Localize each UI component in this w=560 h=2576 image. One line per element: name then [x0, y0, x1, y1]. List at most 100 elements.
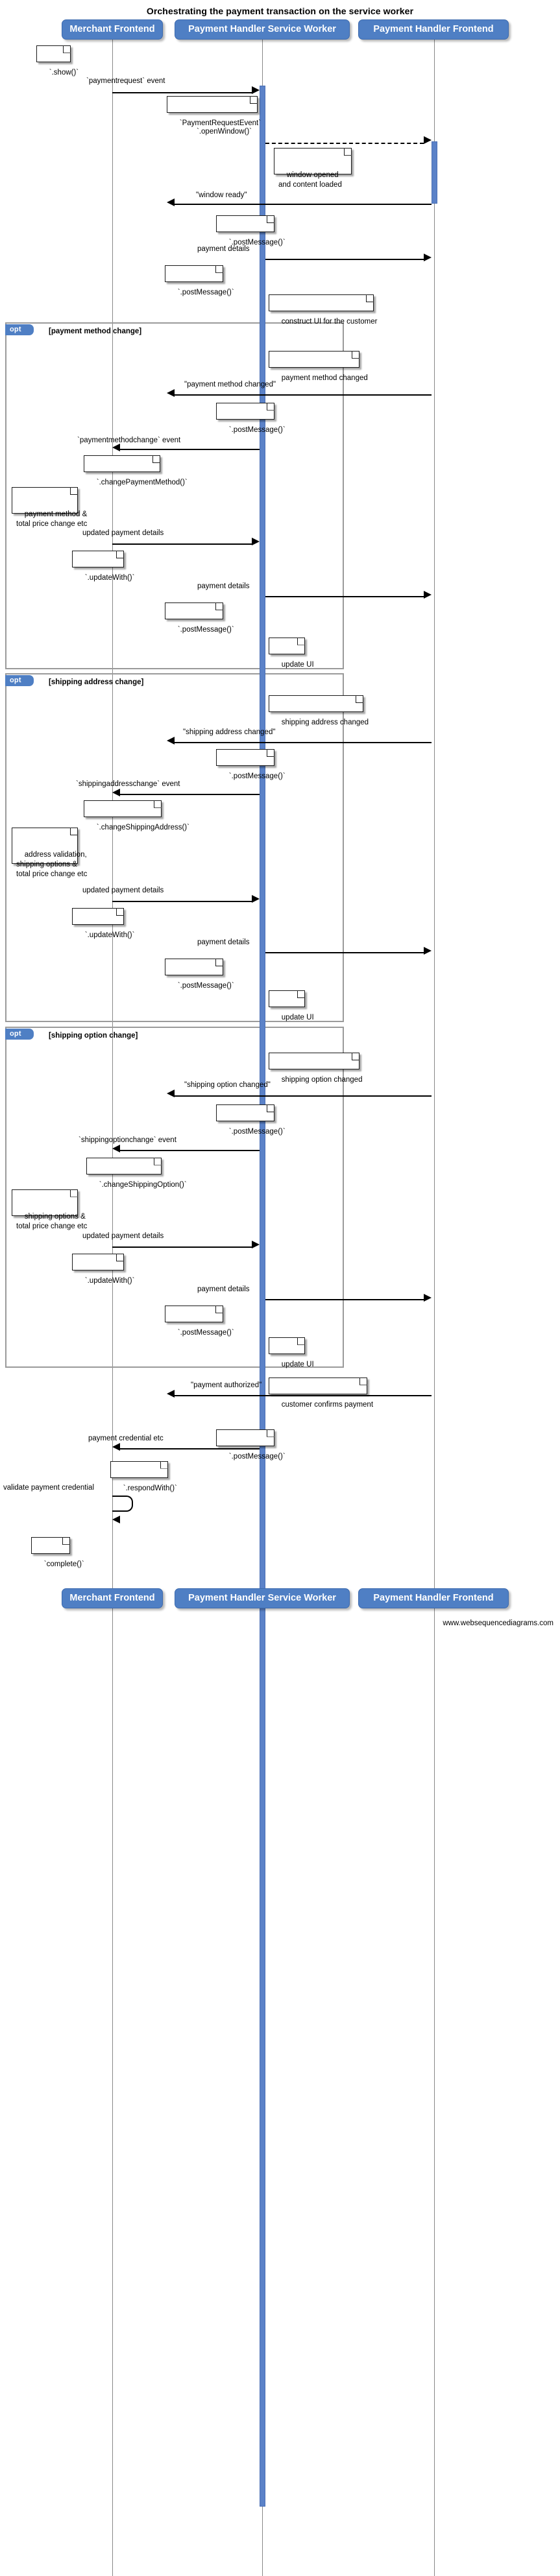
message-label-validate-payment-credential: validate payment credential: [3, 1484, 94, 1492]
note-fold-icon: [297, 1337, 304, 1345]
note-fold-icon: [352, 1053, 359, 1061]
note-text: `.updateWith()`: [84, 1277, 135, 1285]
note-fold-icon: [154, 1158, 161, 1165]
actor-footer-merchant[interactable]: Merchant Frontend: [62, 1588, 163, 1608]
message-label-payment-credential-etc: payment credential etc: [88, 1434, 164, 1442]
note-post-message-6: `.postMessage()`: [165, 959, 234, 990]
note-fold-icon: [359, 1377, 367, 1385]
message-arrow-paymentrequest-event: [112, 91, 252, 93]
note-shipping-options-and-price-change: shipping options & total price change et…: [12, 1189, 87, 1230]
note-fold-icon: [215, 1306, 223, 1313]
note-text: `PaymentRequestEvent`: [179, 119, 262, 128]
note-post-message-9: `.postMessage()`: [216, 1429, 286, 1461]
note-text: shipping option changed: [281, 1076, 363, 1084]
message-label-open-window: `.openWindow()`: [197, 127, 252, 136]
message-arrow-validate-payment-credential: [112, 1496, 133, 1512]
note-fold-icon: [250, 97, 257, 104]
message-label-updated-payment-details-1: updated payment details: [82, 529, 164, 538]
arrowhead-right: [424, 136, 432, 144]
actor-header-service-worker-label: Payment Handler Service Worker: [188, 24, 336, 34]
arrowhead-left: [112, 1145, 120, 1153]
note-text: update UI: [281, 1360, 314, 1368]
arrowhead-right: [252, 538, 260, 546]
fragment-opt-shipping-address-change-tab: opt: [5, 675, 34, 687]
fragment-tab-label: opt: [10, 326, 21, 334]
note-text: update UI: [281, 660, 314, 669]
note-shipping-option-changed: shipping option changed: [269, 1053, 362, 1084]
message-arrow-payment-details-4: [265, 1299, 424, 1301]
note-text: shipping address changed: [281, 719, 369, 727]
fragment-tab-label: opt: [10, 676, 21, 685]
actor-header-service-worker[interactable]: Payment Handler Service Worker: [175, 19, 350, 40]
activation-service-worker: [260, 85, 265, 2507]
note-post-message-7: `.postMessage()`: [216, 1104, 286, 1136]
lifeline-merchant: [112, 39, 113, 2576]
arrowhead-left: [167, 388, 175, 397]
message-arrow-payment-credential-etc: [120, 1448, 260, 1449]
note-update-with-3: `.updateWith()`: [72, 1254, 134, 1285]
sequence-diagram-canvas: Orchestrating the payment transaction on…: [0, 0, 560, 1634]
note-update-ui-1: update UI: [269, 637, 314, 669]
message-label-payment-details-4: payment details: [197, 1285, 250, 1293]
note-text: `.updateWith()`: [84, 573, 135, 582]
message-arrow-shipping-option-changed: [175, 1095, 432, 1097]
arrowhead-left: [167, 1090, 175, 1098]
note-fold-icon: [116, 551, 123, 558]
message-label-payment-method-changed: "payment method changed": [184, 380, 276, 388]
message-label-shipping-address-changed: "shipping address changed": [183, 728, 276, 736]
note-fold-icon: [215, 265, 223, 273]
note-address-validation-etc: address validation, shipping options & t…: [12, 828, 87, 878]
message-arrow-updated-payment-details-1: [112, 543, 252, 545]
note-text: `.postMessage()`: [228, 425, 286, 434]
note-fold-icon: [297, 991, 304, 999]
message-label-shippingoptionchange-event: `shippingoptionchange` event: [79, 1136, 177, 1145]
note-text: `.changePaymentMethod()`: [96, 479, 188, 487]
note-fold-icon: [70, 1189, 77, 1197]
arrowhead-left: [167, 198, 175, 207]
note-post-message-8: `.postMessage()`: [165, 1305, 234, 1337]
message-label-updated-payment-details-2: updated payment details: [82, 887, 164, 895]
note-text: `.postMessage()`: [177, 1328, 234, 1337]
note-update-ui-3: update UI: [269, 1337, 314, 1368]
note-fold-icon: [267, 1105, 274, 1113]
note-window-opened-content-loaded: window opened and content loaded: [274, 147, 352, 189]
note-text: `.changeShippingOption()`: [99, 1180, 187, 1189]
note-text: payment method changed: [281, 374, 368, 382]
actor-header-merchant[interactable]: Merchant Frontend: [62, 19, 163, 40]
note-fold-icon: [160, 1461, 167, 1469]
note-post-message-1: `.postMessage()`: [216, 215, 286, 246]
arrowhead-left: [112, 788, 120, 796]
note-complete: `complete()`: [31, 1536, 84, 1568]
note-update-with-1: `.updateWith()`: [72, 550, 134, 582]
note-fold-icon: [62, 1537, 69, 1545]
note-payment-method-changed: payment method changed: [269, 350, 368, 382]
actor-header-frontend-label: Payment Handler Frontend: [373, 24, 494, 34]
fragment-opt-shipping-address-change: [5, 673, 344, 1023]
actor-footer-frontend[interactable]: Payment Handler Frontend: [358, 1588, 509, 1608]
message-arrow-window-ready: [175, 204, 432, 206]
actor-footer-service-worker[interactable]: Payment Handler Service Worker: [175, 1588, 350, 1608]
note-text: `.postMessage()`: [228, 239, 286, 247]
actor-footer-merchant-label: Merchant Frontend: [69, 1593, 155, 1603]
message-arrow-payment-details-1: [265, 259, 424, 261]
watermark-link[interactable]: www.websequencediagrams.com: [443, 1619, 554, 1627]
message-arrow-shippingoptionchange-event: [120, 1150, 260, 1152]
fragment-tab-label: opt: [10, 1029, 21, 1038]
note-update-with-2: `.updateWith()`: [72, 907, 134, 939]
message-label-shippingaddresschange-event: `shippingaddresschange` event: [76, 780, 180, 788]
fragment-opt-payment-method-change-condition: [payment method change]: [49, 328, 142, 336]
note-fold-icon: [116, 1254, 123, 1262]
note-construct-ui-for-customer: construct UI for the customer: [269, 294, 377, 326]
note-text: update UI: [281, 1014, 314, 1022]
message-label-paymentrequest-event: `paymentrequest` event: [86, 77, 165, 85]
note-text: window opened and content loaded: [278, 171, 342, 189]
note-post-message-3: `.postMessage()`: [216, 402, 286, 434]
note-change-shipping-option: `.changeShippingOption()`: [86, 1157, 187, 1189]
arrowhead-right: [424, 1293, 432, 1302]
arrowhead-right: [424, 590, 432, 599]
note-change-shipping-address: `.changeShippingAddress()`: [84, 800, 189, 831]
note-fold-icon: [154, 800, 161, 808]
note-update-ui-2: update UI: [269, 990, 314, 1021]
note-show: `.show()`: [36, 45, 79, 77]
actor-header-frontend[interactable]: Payment Handler Frontend: [358, 19, 509, 40]
